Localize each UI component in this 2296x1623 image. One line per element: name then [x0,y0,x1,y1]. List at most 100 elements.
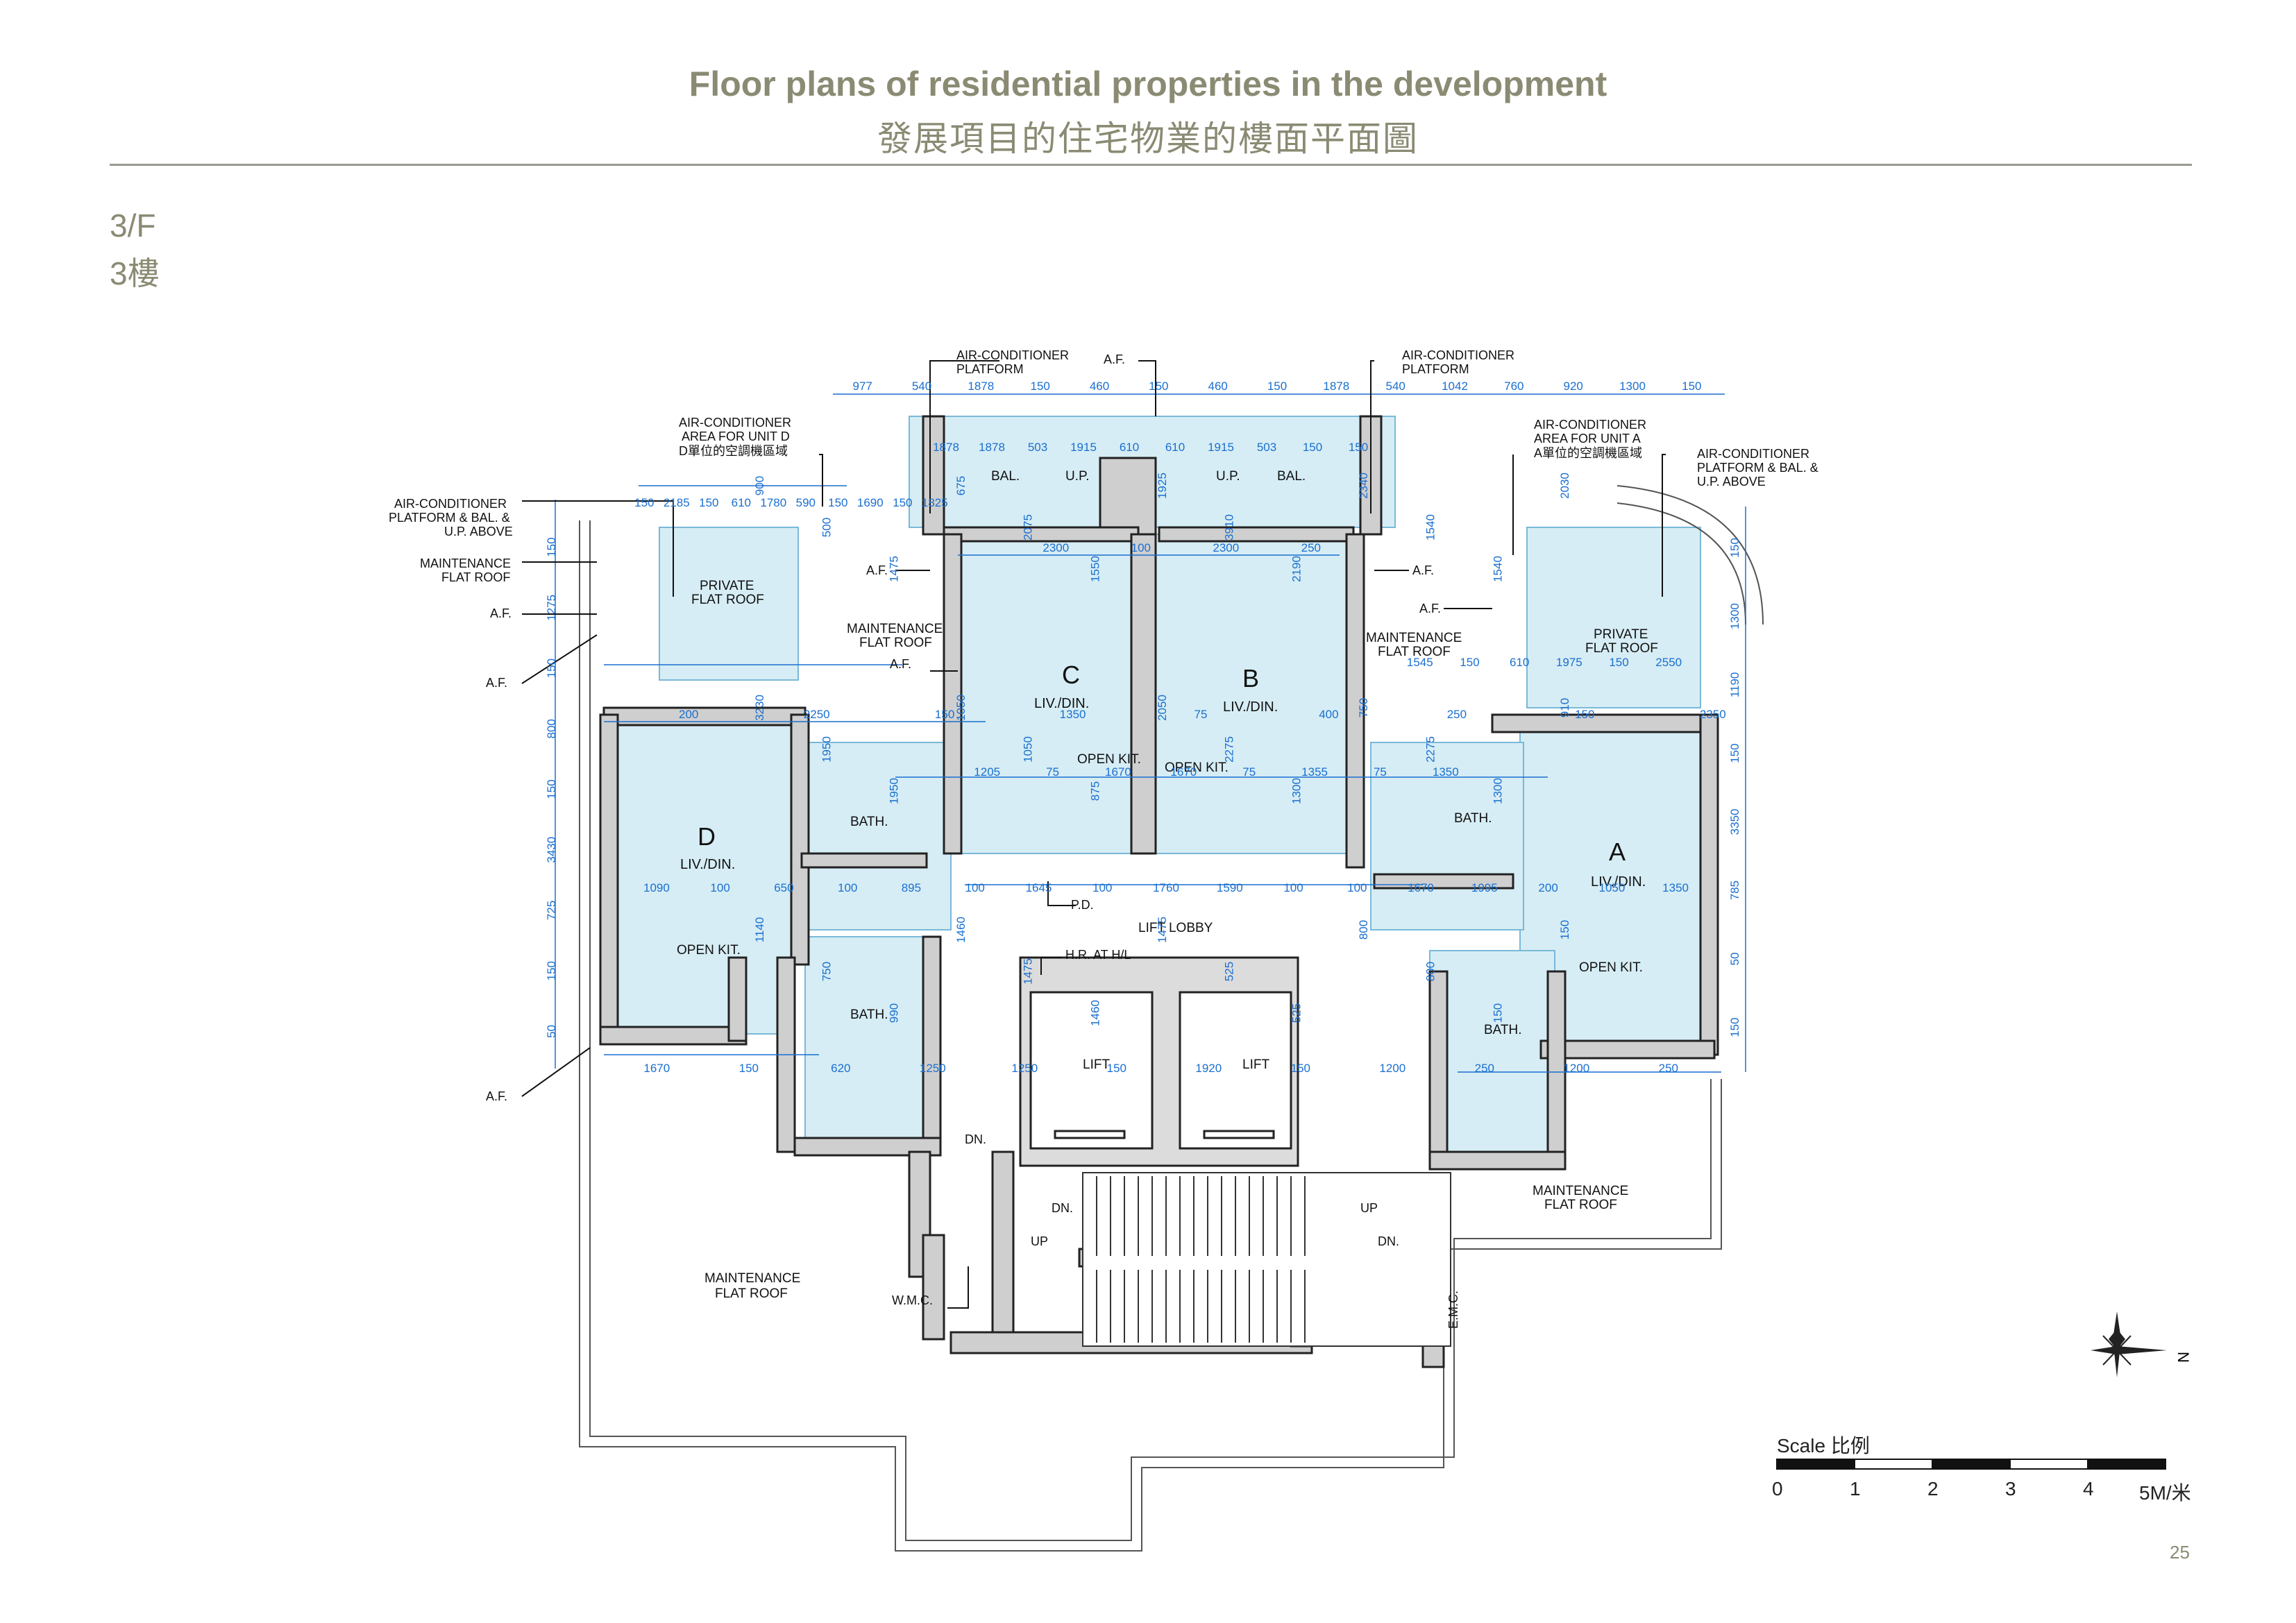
dimension-value-bal-row-8: 150 [1303,441,1322,454]
ac-platform-label-right: AIR-CONDITIONER [1402,348,1514,362]
dimension-value-v-left-4: 150 [545,779,558,799]
lift-shafts [1019,956,1299,1167]
dimension-value-top-row-11: 760 [1504,380,1523,393]
dimension-value-d-row-2: 150 [699,496,718,509]
hose-reel-label: H.R. AT H/L [1065,948,1131,962]
flat-roof-mid-right: FLAT ROOF [1378,645,1451,659]
emc-label: E.M.C. [1446,1291,1460,1329]
maintenance-mid-left: MAINTENANCE [847,622,943,636]
dimension-value-kit-row-1: 75 [1046,765,1059,779]
up-above-right: U.P. ABOVE [1697,475,1766,488]
dimension-value-a-row-1: 150 [1460,656,1479,669]
dimension-value-bot-row-9: 250 [1475,1062,1494,1075]
unit-fills [610,416,1705,1153]
scale-bar [1776,1459,2166,1470]
ac-area-a-zh-label: A單位的空調機區域 [1534,446,1642,460]
ac-platform-bal-right: AIR-CONDITIONER [1697,447,1809,461]
staircase [1082,1172,1451,1347]
af-label-left-3: A.F. [486,1089,507,1103]
platform-label-left: PLATFORM [956,362,1024,376]
dimension-value-top-row-2: 1878 [968,380,994,393]
dimension-value-bot-row-4: 1250 [1011,1062,1038,1075]
dimension-value-mid-row-3: 1350 [1060,708,1086,721]
af-label-mid-right-2: A.F. [1419,602,1441,615]
dimension-value-kit-row-6: 75 [1374,765,1387,779]
maintenance-mid-right: MAINTENANCE [1366,631,1462,645]
dimension-value-low-row-5: 100 [965,881,985,894]
dimension-value-low-row-8: 1760 [1153,881,1179,894]
dimension-value-bal-row-1: 1878 [979,441,1005,454]
dimension-value-v-left-3: 800 [545,719,558,738]
dimension-value-low-row-16: 1350 [1662,881,1689,894]
dimension-value-d-row-1: 2185 [664,496,690,509]
dimension-value-v-misc-23: 2275 [1424,736,1437,763]
dimension-value-top-row-9: 540 [1386,380,1406,393]
dimension-value-v-misc-2: 1475 [887,556,900,582]
dimension-value-bal-row-9: 150 [1349,441,1368,454]
dimension-value-a-row-4: 150 [1609,656,1628,669]
bath-label-a-2: BATH. [1484,1023,1522,1037]
dimension-value-d-row-6: 150 [828,496,847,509]
dimension-value-bot-row-1: 150 [739,1062,759,1075]
floor-label-chinese: 3樓 [110,255,160,291]
unit-c-letter: C [1062,661,1080,689]
platform-bal-left: PLATFORM & BAL. & [389,511,510,525]
dimension-value-liv-row-2: 2300 [1213,541,1239,554]
dimension-value-d-row-0: 150 [634,496,654,509]
maintenance-label-left: MAINTENANCE [420,556,511,570]
dimension-value-v-left-5: 3430 [545,837,558,863]
site-boundary [579,520,1722,1552]
dimension-value-low-row-3: 100 [838,881,857,894]
lift-label-left: LIFT [1083,1057,1110,1072]
dimension-value-v-right-7: 150 [1728,1017,1741,1037]
dimension-value-top-row-6: 460 [1208,380,1228,393]
dimension-value-v-misc-36: 800 [1424,962,1437,981]
dimension-value-top-row-10: 1042 [1442,380,1468,393]
dimension-value-v-misc-37: 150 [1491,1003,1504,1023]
dimension-value-v-misc-10: 1540 [1424,514,1437,541]
platform-label-right: PLATFORM [1402,362,1469,376]
dimension-value-d-row-5: 590 [796,496,816,509]
maintenance-bottom-left: MAINTENANCE [704,1271,800,1286]
dimension-value-top-row-13: 1300 [1619,380,1646,393]
dimension-value-v-misc-21: 1300 [1290,778,1303,804]
platform-bal-right: PLATFORM & BAL. & [1697,461,1818,475]
bath-label-d-2: BATH. [850,1008,888,1022]
scale-end-label: 5M/米 [2139,1482,2191,1504]
dimension-value-top-row-12: 920 [1564,380,1583,393]
dimension-value-v-misc-15: 1950 [887,778,900,804]
dimension-value-v-left-8: 50 [545,1025,558,1038]
maintenance-bottom-right: MAINTENANCE [1533,1184,1628,1198]
dimension-value-mid-row-2: 150 [935,708,954,721]
dimension-value-top-row-7: 150 [1267,380,1287,393]
dimension-value-a-row-0: 1545 [1407,656,1433,669]
dimension-value-kit-row-0: 1205 [974,765,1000,779]
dimension-value-d-row-4: 1780 [760,496,786,509]
pipe-duct-label: P.D. [1071,898,1094,912]
scale-label: Scale 比例 [1777,1435,1870,1456]
dimension-value-v-misc-29: 1460 [954,917,968,943]
north-label: N [2175,1352,2192,1363]
dimension-value-v-misc-4: 2075 [1022,514,1035,541]
stair-wall [991,1150,1015,1334]
roof-curve-inner [1617,502,1746,625]
open-kitchen-d: OPEN KIT. [677,943,741,958]
dimension-value-v-misc-34: 525 [1290,1003,1303,1023]
dimension-value-mid-row-5: 400 [1319,708,1338,721]
dimension-value-bal-row-7: 503 [1257,441,1276,454]
dimension-value-low-row-4: 895 [902,881,921,894]
dimension-value-v-left-7: 150 [545,961,558,980]
dimension-value-v-misc-8: 2190 [1290,556,1303,582]
dimension-value-v-misc-16: 1050 [954,695,968,721]
dimension-value-bot-row-5: 150 [1107,1062,1126,1075]
bath-label-d-1: BATH. [850,815,888,829]
dimension-value-v-misc-9: 2340 [1357,473,1370,499]
dimension-value-v-right-1: 1300 [1728,603,1741,629]
ac-area-a-for-label: AREA FOR UNIT A [1534,432,1641,445]
dimension-value-liv-row-0: 2300 [1043,541,1069,554]
af-label-left-2: A.F. [486,676,507,690]
header-rule [110,164,2192,166]
scale-tick-2: 2 [1927,1478,1939,1499]
lift-car-left [1029,991,1154,1150]
